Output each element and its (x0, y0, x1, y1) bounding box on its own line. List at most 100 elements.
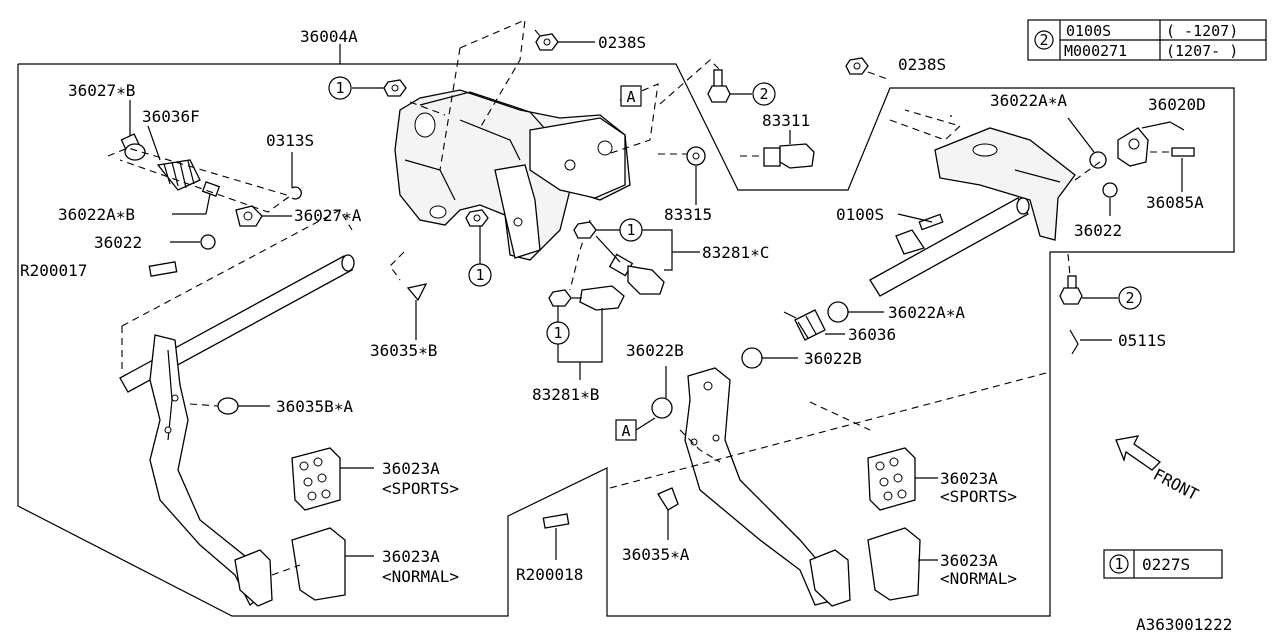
right-pedal-pad-sports (867, 447, 916, 511)
label-0238S-right: 0238S (898, 55, 946, 74)
label-83315: 83315 (664, 205, 712, 224)
bushing-36022-left (170, 234, 216, 250)
label-36027B: 36027∗B (68, 81, 135, 100)
svg-text:1: 1 (553, 324, 562, 342)
label-sports-right: <SPORTS> (940, 487, 1017, 506)
bracket-leaders (409, 19, 770, 291)
left-assembly-leader (121, 209, 353, 327)
legend-row1-part: 0100S (1066, 22, 1111, 40)
label-83281B: 83281∗B (532, 385, 599, 404)
label-normal-right: <NORMAL> (940, 569, 1017, 588)
right-bushings (651, 301, 884, 419)
washer-83315 (686, 146, 706, 205)
label-36004A: 36004A (300, 27, 358, 46)
right-top-parts (1067, 117, 1195, 216)
label-36023A-sports-left: 36023A (382, 459, 440, 478)
bolt-R200018 (542, 513, 570, 560)
bolt-circle2-top (707, 69, 752, 103)
label-36035BA: 36035B∗A (276, 397, 353, 416)
svg-text:1: 1 (626, 221, 635, 239)
nut-0238S-top (535, 33, 595, 51)
svg-text:1: 1 (335, 79, 344, 97)
left-pedal-pad-normal (234, 527, 346, 607)
legend-symbol-2-text: 2 (1039, 31, 1048, 49)
front-arrow: FRONT (1115, 435, 1202, 505)
legend-symbol-1-text: 1 (1114, 555, 1123, 573)
legend-row2-part: M000271 (1064, 42, 1127, 60)
label-R200018: R200018 (516, 565, 583, 584)
spring-36036F-group (107, 133, 302, 227)
label-0238S-top: 0238S (598, 33, 646, 52)
right-pedal-pad-normal (809, 527, 921, 607)
bolt-circle2-right (1059, 253, 1118, 305)
clip-0511S (1069, 329, 1112, 355)
callout-leaders (129, 100, 952, 561)
left-pedal-pad-sports (291, 447, 341, 511)
front-label: FRONT (1150, 465, 1202, 505)
label-0100S: 0100S (836, 205, 884, 224)
label-R200017: R200017 (20, 261, 87, 280)
marker-A-top: A (620, 85, 642, 107)
svg-text:A: A (621, 422, 630, 440)
label-36022AA-mid: 36022A∗A (888, 303, 965, 322)
label-36020D: 36020D (1148, 95, 1206, 114)
svg-text:A: A (626, 88, 635, 106)
right-pedal-shaft (869, 197, 1030, 297)
switch-83311 (763, 130, 815, 169)
left-bushing-36035BA (189, 397, 270, 415)
label-83311: 83311 (762, 111, 810, 130)
marker-A-bottom: A (615, 417, 656, 441)
label-0511S: 0511S (1118, 331, 1166, 350)
svg-text:2: 2 (1125, 289, 1134, 307)
label-sports-left: <SPORTS> (382, 479, 459, 498)
label-36022AB: 36022A∗B (58, 205, 135, 224)
label-36023A-normal-left: 36023A (382, 547, 440, 566)
marker-1-mid: 1 (468, 263, 492, 287)
clip-36035A (657, 487, 679, 540)
label-normal-left: <NORMAL> (382, 567, 459, 586)
legend-row1-range: ( -1207) (1166, 22, 1238, 40)
marker-1-switch-lower: 1 (546, 306, 603, 380)
label-36022-right: 36022 (1074, 221, 1122, 240)
label-83281C: 83281∗C (702, 243, 769, 262)
stop-lamp-switch-lower (548, 285, 625, 311)
legend-table-top: 2 0100S ( -1207) M000271 (1207- ) (1027, 19, 1267, 61)
diagram-id: A363001222 (1136, 615, 1232, 634)
bolt-R200017 (148, 261, 178, 277)
label-36085A: 36085A (1146, 193, 1204, 212)
marker-1-switch-upper: 1 (596, 218, 700, 271)
label-36022B-right: 36022B (804, 349, 862, 368)
nut-circle1-mid (465, 209, 489, 264)
label-36023A-sports-right: 36023A (940, 469, 998, 488)
label-36023A-normal-right: 36023A (940, 551, 998, 570)
label-36035B: 36035∗B (370, 341, 437, 360)
label-36036: 36036 (848, 325, 896, 344)
legend-row2-range: (1207- ) (1166, 42, 1238, 60)
clip-36035B (389, 251, 428, 340)
right-bracket (889, 109, 1076, 241)
label-0313S: 0313S (266, 131, 314, 150)
label-36036F: 36036F (142, 107, 200, 126)
label-36035A: 36035∗A (622, 545, 690, 564)
label-36027A: 36027∗A (294, 206, 362, 225)
marker-2-right: 2 (1118, 286, 1142, 310)
pedal-bracket (394, 89, 631, 261)
assembly-frame (17, 44, 1235, 617)
legend-box-bottom: 1 0227S (1103, 549, 1223, 579)
svg-text:1: 1 (475, 266, 484, 284)
bolt-0100S (895, 213, 944, 255)
legend-symbol-2 (1034, 30, 1054, 50)
label-36022AA-top: 36022A∗A (990, 91, 1067, 110)
stop-lamp-switch-upper (573, 221, 665, 295)
right-arm-leader (609, 371, 1051, 489)
marker-2-top: 2 (752, 82, 776, 106)
marker-1-top: 1 (328, 76, 352, 100)
nut-circle1-top (352, 79, 407, 97)
nut-0238S-right (845, 57, 891, 81)
label-36022B-left: 36022B (626, 341, 684, 360)
label-36022-left: 36022 (94, 233, 142, 252)
legend-0227S: 0227S (1142, 555, 1190, 574)
svg-text:2: 2 (759, 85, 768, 103)
left-pedal-shaft (119, 254, 355, 393)
